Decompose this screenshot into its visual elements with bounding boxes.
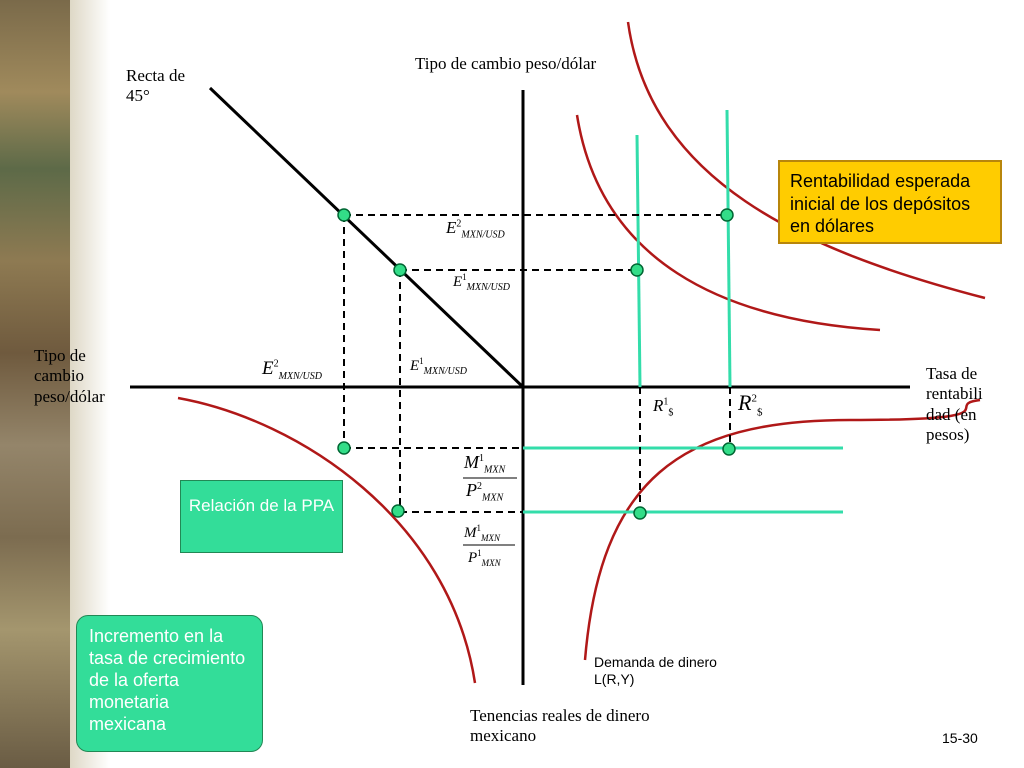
e1-label-left: E1MXN/USD bbox=[410, 356, 468, 377]
e2-label-left: E2MXN/USD bbox=[262, 358, 322, 382]
money-growth-box: Incremento en la tasa de crecimiento de … bbox=[76, 615, 263, 752]
money-demand-label: Demanda de dinero L(R,Y) bbox=[594, 654, 717, 687]
dollar-deposit-return-box: Rentabilidad esperada inicial de los dep… bbox=[778, 160, 1002, 244]
money-demand-curve bbox=[583, 398, 981, 661]
interest-rate-line-1 bbox=[635, 134, 642, 388]
m1-numerator-1: M1MXN bbox=[464, 452, 506, 476]
slide-number: 15-30 bbox=[942, 730, 978, 746]
ppa-relation-box: Relación de la PPA bbox=[180, 480, 343, 553]
dollar-return-curve-1 bbox=[575, 114, 881, 332]
interest-rate-line-2 bbox=[725, 109, 732, 388]
line-45-label: Recta de 45° bbox=[126, 66, 185, 106]
m1-numerator-2: M1MXN bbox=[464, 523, 500, 543]
dashed-guides bbox=[343, 214, 731, 513]
e2-label-upper: E2MXN/USD bbox=[446, 218, 505, 241]
r2-label: R2$ bbox=[738, 390, 763, 419]
left-axis-label: Tipo de cambio peso/dólar bbox=[34, 346, 105, 406]
dollar-return-curve-2 bbox=[626, 21, 986, 300]
ppa-curve bbox=[177, 396, 477, 684]
right-axis-label: Tasa de rentabili dad (en pesos) bbox=[926, 364, 983, 445]
e1-label-upper: E1MXN/USD bbox=[453, 272, 511, 293]
line-45-degrees bbox=[208, 86, 525, 389]
equilibrium-points bbox=[337, 208, 736, 520]
p1-denominator: P1MXN bbox=[468, 548, 501, 568]
bottom-axis-label: Tenencias reales de dinero mexicano bbox=[470, 706, 650, 746]
r1-label: R1$ bbox=[653, 396, 674, 419]
decorative-photo-strip bbox=[0, 0, 70, 768]
p2-denominator: P2MXN bbox=[466, 480, 504, 504]
top-axis-label: Tipo de cambio peso/dólar bbox=[415, 54, 597, 73]
